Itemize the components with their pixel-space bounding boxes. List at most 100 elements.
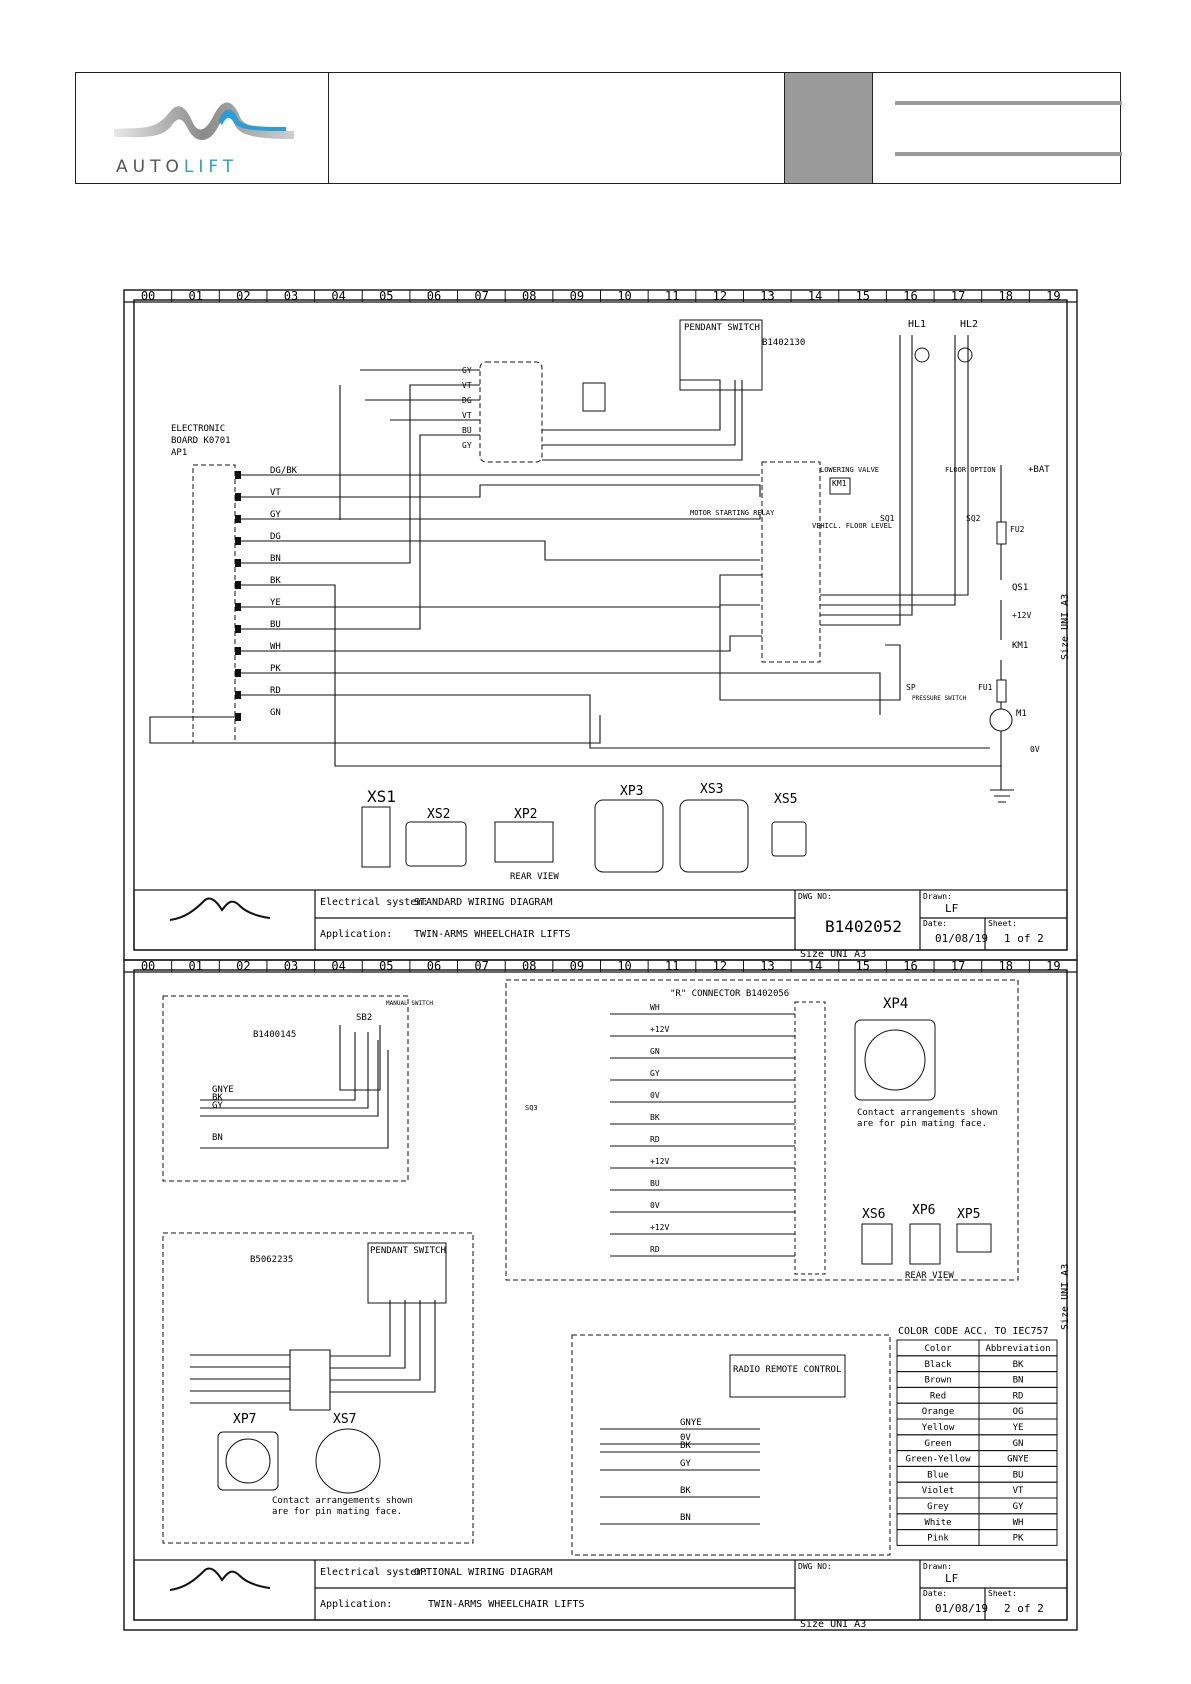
- logo-cell: AUTOLIFT: [76, 73, 329, 183]
- r-wire-label: 0V: [650, 1091, 660, 1100]
- grid-column-label: 19: [1046, 959, 1060, 973]
- board-wire-label: DG/BK: [270, 466, 298, 476]
- grid-column-label: 07: [474, 959, 488, 973]
- radio-wire-label: BK: [680, 1441, 691, 1451]
- xp5-label: XP5: [957, 1207, 980, 1222]
- pendant2-wiring: [190, 1300, 436, 1411]
- color-name: Red: [930, 1391, 946, 1401]
- grid-column-label: 04: [331, 289, 345, 303]
- color-abbreviation: Abbreviation: [985, 1344, 1050, 1354]
- xp7-connector-face-icon: [225, 1438, 271, 1484]
- s2-application-label: Application:: [320, 1599, 392, 1610]
- s1-dwg-label: DWG NO:: [798, 892, 832, 901]
- r-wire-label: RD: [650, 1245, 660, 1254]
- s2-drawn-value: LF: [945, 1572, 958, 1585]
- color-abbreviation: GNYE: [1007, 1455, 1029, 1465]
- header-grey-cell: [785, 73, 873, 183]
- s2-system-value: OPTIONAL WIRING DIAGRAM: [414, 1567, 552, 1578]
- xp2-connector-icon: [494, 821, 554, 863]
- s2-title-logo-icon: [169, 1567, 271, 1591]
- bat-label: +BAT: [1028, 465, 1050, 475]
- sheet2-rear-view-label: REAR VIEW: [905, 1271, 954, 1281]
- floor-option-label: FLOOR OPTION: [945, 466, 996, 474]
- grid-column-label: 09: [570, 289, 584, 303]
- manual-wire-label: BN: [212, 1133, 223, 1143]
- color-abbreviation: BK: [1013, 1360, 1024, 1370]
- sp-label: SP: [906, 683, 916, 692]
- s2-sheet-value: 2 of 2: [1004, 1602, 1044, 1615]
- xp7-contact-note-2: are for pin mating face.: [272, 1507, 402, 1517]
- grid-column-label: 03: [284, 959, 298, 973]
- header-blank-cell: [329, 73, 785, 183]
- xs6-connector-icon: [861, 1223, 893, 1265]
- xs2-connector-icon: [405, 821, 467, 867]
- logo-wordmark: AUTOLIFT: [116, 157, 238, 177]
- hl2-lamp-icon: [957, 347, 973, 363]
- grid-column-label: 15: [856, 289, 870, 303]
- color-abbreviation: PK: [1013, 1534, 1024, 1544]
- board-wire-label: BU: [270, 620, 281, 630]
- r-wire-label: WH: [650, 1003, 660, 1012]
- pendant-switch-label: PENDANT SWITCH: [684, 323, 760, 333]
- grid-column-label: 03: [284, 289, 298, 303]
- km1-label: KM1: [832, 479, 847, 488]
- color-abbreviation: RD: [1013, 1391, 1024, 1401]
- xs2-wire-label: GY: [462, 441, 472, 450]
- s1-drawn-value: LF: [945, 902, 958, 915]
- xp4-contact-note-1: Contact arrangements shown: [857, 1108, 998, 1118]
- grid-column-label: 17: [951, 959, 965, 973]
- xp3-connector-icon: [594, 799, 664, 873]
- grid-column-label: 10: [617, 959, 631, 973]
- color-abbreviation: GY: [1013, 1502, 1024, 1512]
- grid-column-label: 01: [188, 959, 202, 973]
- xp2-label: XP2: [514, 807, 537, 822]
- color-name: Violet: [922, 1486, 955, 1496]
- grid-column-label: 10: [617, 289, 631, 303]
- grid-column-label: 17: [951, 289, 965, 303]
- ground-symbol-icon: [990, 789, 1014, 803]
- board-wire-label: BK: [270, 576, 281, 586]
- board-label-1: ELECTRONIC: [171, 424, 225, 434]
- board-wire-label: YE: [270, 598, 281, 608]
- xs6-label: XS6: [862, 1207, 885, 1222]
- color-name: Pink: [927, 1534, 949, 1544]
- r-wire-label: +12V: [650, 1157, 669, 1166]
- board-wire-label: BN: [270, 554, 281, 564]
- s1-date-label: Date:: [923, 919, 947, 928]
- r-wire-label: BK: [650, 1113, 660, 1122]
- s1-dwg-value: B1402052: [825, 917, 902, 936]
- grid-column-label: 16: [903, 959, 917, 973]
- plus12v-label: +12V: [1012, 611, 1031, 620]
- sb2-label: SB2: [356, 1013, 372, 1023]
- grid-column-label: 15: [856, 959, 870, 973]
- sheet1-wires: [149, 335, 1002, 790]
- km1b-label: KM1: [1012, 641, 1028, 651]
- logo-text-left: AUTO: [116, 157, 184, 177]
- s1-date-value: 01/08/19: [935, 932, 988, 945]
- color-name: Black: [924, 1360, 952, 1370]
- grid-column-label: 14: [808, 289, 822, 303]
- r-wire-label: +12V: [650, 1025, 669, 1034]
- xs2-wire-label: VT: [462, 411, 472, 420]
- grid-column-label: 18: [999, 289, 1013, 303]
- xp7-connector-icon: [217, 1431, 279, 1491]
- xp6-label: XP6: [912, 1203, 935, 1218]
- grid-column-label: 19: [1046, 289, 1060, 303]
- radio-wire-label: GY: [680, 1459, 691, 1469]
- grid-column-label: 08: [522, 959, 536, 973]
- hl1-lamp-icon: [914, 347, 930, 363]
- xs3-connector-icon: [679, 799, 749, 873]
- grid-column-label: 14: [808, 959, 822, 973]
- board-wire-label: RD: [270, 686, 281, 696]
- xs1-connector-icon: [361, 806, 391, 868]
- grid-column-label: 06: [427, 959, 441, 973]
- xp7-label: XP7: [233, 1412, 256, 1427]
- radio-remote-label: RADIO REMOTE CONTROL: [733, 1365, 841, 1375]
- hl2-label: HL2: [960, 319, 978, 330]
- color-abbreviation: WH: [1013, 1518, 1024, 1528]
- color-name: Color: [924, 1344, 952, 1354]
- manual-wiring: [200, 1025, 389, 1149]
- grid-column-label: 11: [665, 959, 679, 973]
- grid-column-label: 08: [522, 289, 536, 303]
